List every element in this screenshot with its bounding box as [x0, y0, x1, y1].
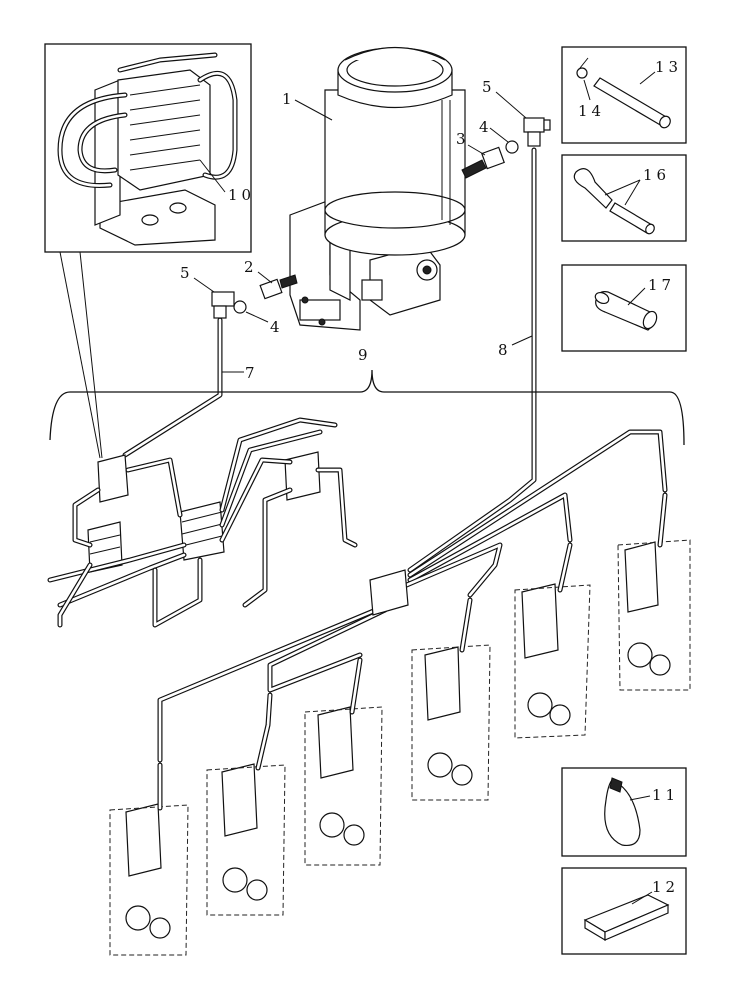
inset-distributor-detail: 10	[44, 43, 255, 253]
progressive-distributor-icon	[129, 84, 201, 171]
callout-5-lower: 5	[180, 264, 194, 282]
callout-8: 8	[498, 341, 512, 359]
callout-5-upper: 5	[482, 78, 496, 96]
grease-nipple-icon	[594, 291, 658, 331]
tee-fitting-icon	[523, 117, 551, 147]
part-box-16: 16	[561, 154, 687, 242]
hose-fitting-icon	[259, 274, 298, 300]
part-box-11: 11	[561, 767, 687, 857]
distributor-assembly-1	[617, 492, 691, 691]
callout-13: 13	[655, 58, 682, 76]
callout-2: 2	[244, 258, 258, 276]
callout-4-lower: 4	[270, 318, 284, 336]
callout-3: 3	[456, 130, 470, 148]
main-distribution-line	[157, 429, 668, 763]
part-box-13-14: 13 14	[561, 46, 687, 144]
callout-11: 11	[652, 786, 679, 804]
callout-10: 9	[358, 346, 372, 364]
hose-clamp-icon	[576, 57, 589, 79]
cable-tie-icon	[604, 777, 641, 847]
distributor-assembly-6	[109, 762, 189, 956]
callout-12: 12	[652, 878, 679, 896]
distributor-assembly-5	[206, 692, 286, 916]
clip-strip-icon	[583, 894, 670, 942]
distributor-assembly-4	[304, 657, 383, 866]
tube-icon	[593, 77, 671, 129]
callout-9: 10	[228, 186, 255, 204]
distributor-assembly-2	[514, 542, 591, 739]
part-box-17: 17	[561, 264, 687, 352]
part-box-12: 12	[561, 867, 687, 955]
grease-reservoir-icon	[289, 47, 466, 331]
callout-16: 16	[643, 166, 670, 184]
callout-4-upper: 4	[479, 118, 493, 136]
sleeve-icon	[573, 168, 655, 235]
callout-17: 17	[648, 276, 675, 294]
tee-fitting-icon	[211, 291, 235, 319]
callout-14: 14	[578, 102, 605, 120]
distributor-assembly-3	[411, 597, 491, 801]
distributor-cluster-left	[47, 417, 358, 628]
hose-fitting-icon	[461, 146, 505, 179]
callout-1: 1	[282, 90, 296, 108]
callout-7: 7	[245, 364, 259, 382]
